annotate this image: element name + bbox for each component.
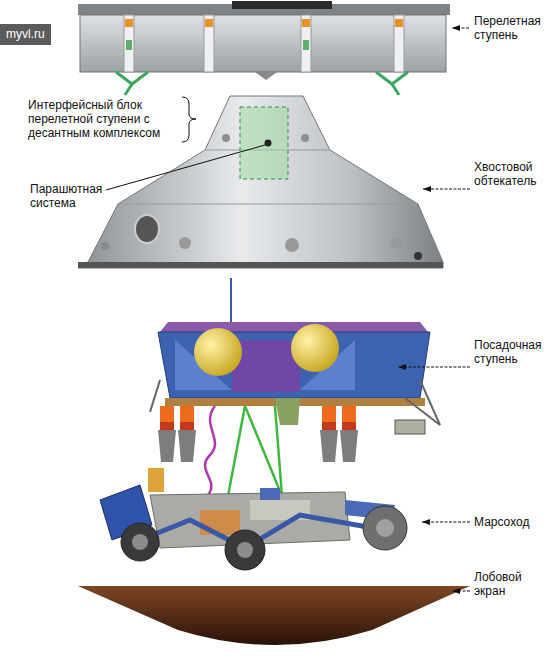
- nozzle: [320, 430, 338, 462]
- callout-line: [423, 189, 470, 190]
- strut: [376, 72, 408, 84]
- wheel: [225, 530, 265, 570]
- bracket: [182, 97, 196, 142]
- seam: [118, 204, 418, 205]
- watermark: myvl.ru: [0, 24, 51, 45]
- port: [101, 242, 109, 250]
- panel: [200, 510, 240, 535]
- panel-gap: [301, 15, 311, 72]
- box: [260, 488, 280, 500]
- strut: [150, 380, 160, 412]
- component: [302, 19, 310, 27]
- port: [222, 134, 230, 142]
- panel: [232, 340, 300, 392]
- port: [391, 237, 403, 249]
- descent-stage: [150, 278, 440, 462]
- nozzle: [158, 430, 176, 462]
- engine: [322, 422, 336, 430]
- hub: [376, 519, 394, 537]
- interface-block: [240, 107, 288, 179]
- solar-panel: [80, 15, 446, 72]
- component: [126, 40, 132, 50]
- component: [395, 19, 403, 27]
- bridle: [228, 406, 245, 496]
- component: [303, 40, 309, 50]
- heat-shield: [78, 586, 470, 645]
- engine: [160, 422, 174, 430]
- strut: [116, 72, 148, 84]
- port: [414, 252, 422, 260]
- callout-line: [422, 522, 470, 523]
- cruise-stage: [78, 1, 450, 95]
- part-label: Интерфейсный блок перелетной ступени с д…: [28, 98, 178, 140]
- hub: [132, 534, 148, 550]
- wheel: [363, 506, 407, 550]
- leader-line: [106, 145, 265, 190]
- bridle: [275, 406, 282, 496]
- box: [275, 398, 300, 425]
- cruise-cone: [255, 72, 277, 80]
- strut: [125, 84, 132, 95]
- box: [148, 468, 164, 492]
- device: [395, 420, 425, 434]
- callout-line: [452, 591, 470, 592]
- engine: [180, 422, 194, 430]
- skirt: [78, 262, 443, 268]
- part-label: Марсоход: [474, 515, 554, 529]
- part-label: Хвостовой обтекатель: [474, 160, 554, 188]
- tank: [194, 328, 242, 376]
- callout-line: [398, 367, 470, 368]
- wheel: [121, 523, 159, 561]
- bridle: [245, 406, 282, 496]
- component: [205, 19, 213, 27]
- nozzle: [340, 430, 358, 462]
- part-label: Посадочная ступень: [474, 338, 554, 366]
- part-label: Лобовой экран: [474, 570, 554, 598]
- tank: [291, 324, 339, 372]
- hub: [237, 542, 253, 558]
- port: [285, 238, 299, 252]
- engine: [342, 406, 356, 422]
- top-plate: [160, 322, 428, 332]
- port: [179, 237, 191, 249]
- engine: [160, 406, 174, 422]
- engine: [342, 422, 356, 430]
- engine: [322, 406, 336, 422]
- part-label: Парашютная система: [30, 182, 106, 210]
- nozzle: [178, 430, 196, 462]
- part-label: Перелетная ступень: [474, 14, 554, 42]
- parachute-point: [265, 140, 272, 147]
- port: [301, 134, 309, 142]
- strut: [392, 84, 399, 95]
- port: [135, 215, 159, 243]
- panel-gap: [204, 15, 214, 72]
- callout-line: [452, 28, 469, 29]
- rover: [100, 468, 407, 570]
- panel-gap: [394, 15, 404, 72]
- panel-gap: [124, 15, 134, 72]
- component: [125, 19, 133, 27]
- cruise-top: [232, 1, 332, 9]
- engine: [180, 406, 194, 422]
- umbilical: [205, 406, 215, 495]
